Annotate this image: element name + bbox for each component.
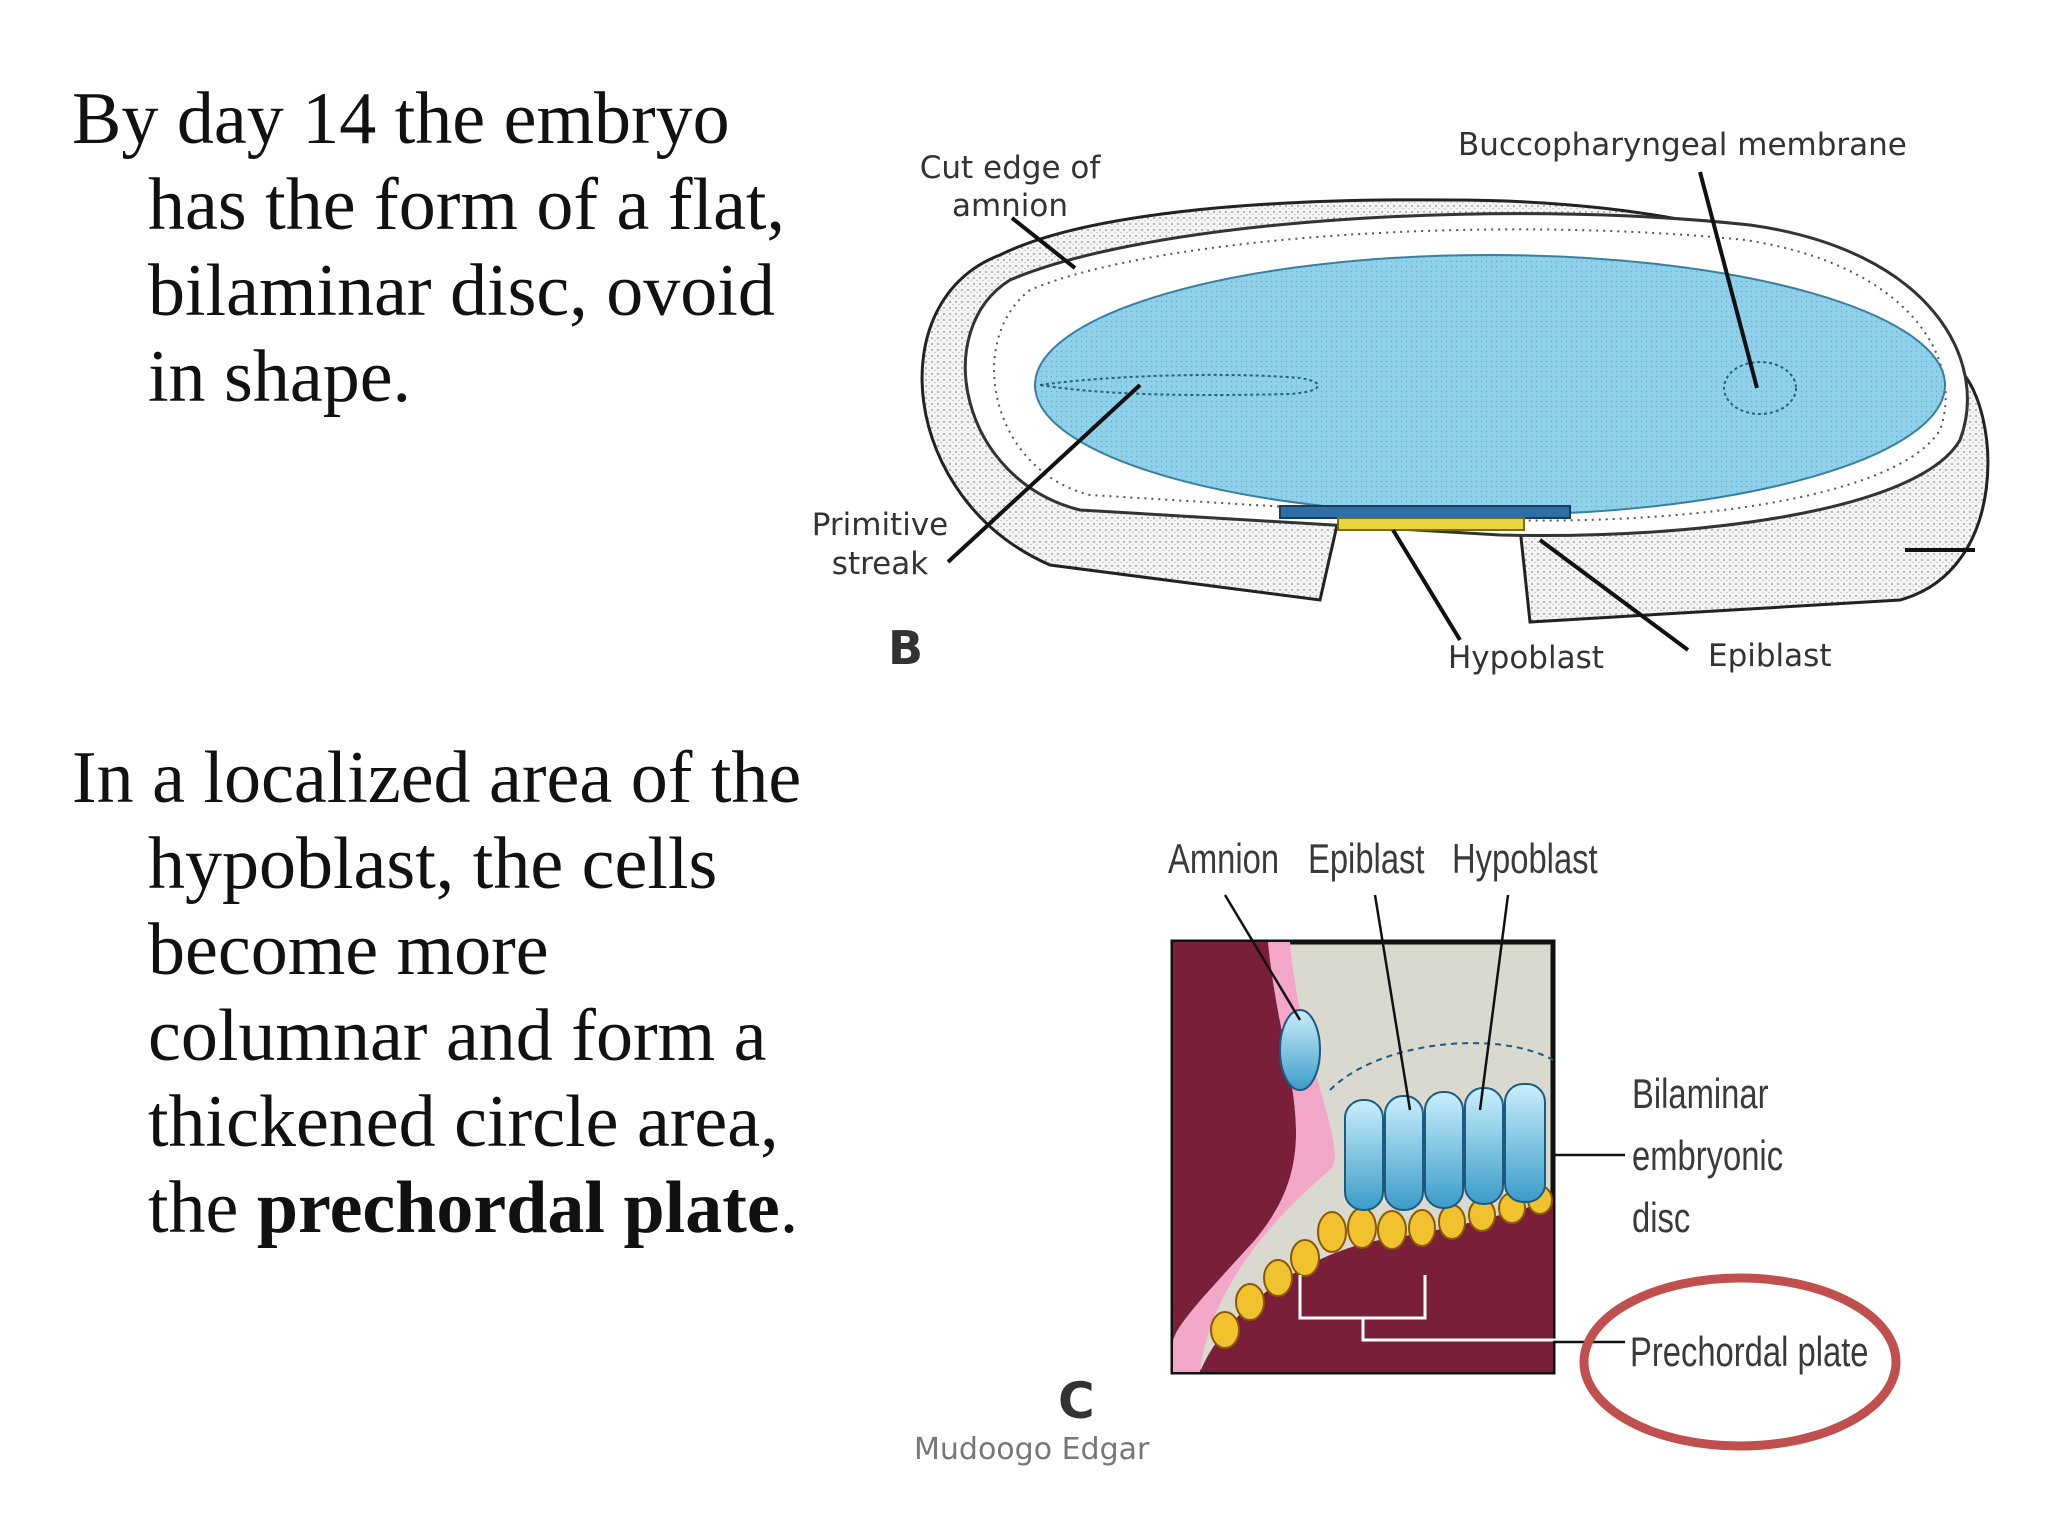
label-cut-edge-line2: amnion (952, 188, 1068, 224)
paragraph-2-text: In a localized area of the hypoblast, th… (72, 737, 802, 1249)
label-buccopharyngeal: Buccopharyngeal membrane (1458, 127, 1907, 163)
epiblast-cells (1279, 1009, 1546, 1211)
label-bilaminar-line3: disc (1632, 1194, 1690, 1241)
label-primitive-line2: streak (832, 546, 928, 582)
epiblast-disc (1034, 254, 1946, 516)
label-amnion-c: Amnion (1168, 835, 1279, 882)
label-prechordal-plate: Prechordal plate (1630, 1328, 1869, 1375)
label-hypoblast-b: Hypoblast (1448, 640, 1604, 676)
figure-b-diagram (920, 171, 1990, 652)
hypoblast-cells (1210, 1185, 1553, 1349)
label-bilaminar-line1: Bilaminar (1632, 1070, 1769, 1117)
label-epiblast-c: Epiblast (1308, 835, 1425, 882)
bullet-paragraph-1: By day 14 the embryo has the form of a f… (72, 78, 785, 418)
paragraph-2-period: . (779, 1167, 799, 1249)
label-epiblast-b: Epiblast (1708, 638, 1831, 674)
buccopharyngeal-membrane (1723, 361, 1797, 415)
label-cut-edge-line1: Cut edge of (920, 150, 1102, 186)
label-hypoblast-c: Hypoblast (1452, 835, 1598, 882)
label-primitive-line1: Primitive (812, 507, 949, 543)
prechordal-highlight-circle (1579, 1273, 1901, 1451)
slide-footer-author: Mudoogo Edgar (914, 1432, 1150, 1467)
bullet-paragraph-2: In a localized area of the hypoblast, th… (72, 735, 838, 1251)
figure-b-letter: B (888, 621, 923, 675)
prechordal-plate-term: prechordal plate (256, 1167, 780, 1249)
figure-c-letter: C (1058, 1372, 1095, 1430)
label-bilaminar-line2: embryonic (1632, 1132, 1783, 1179)
figure-c-diagram (1170, 894, 1901, 1451)
